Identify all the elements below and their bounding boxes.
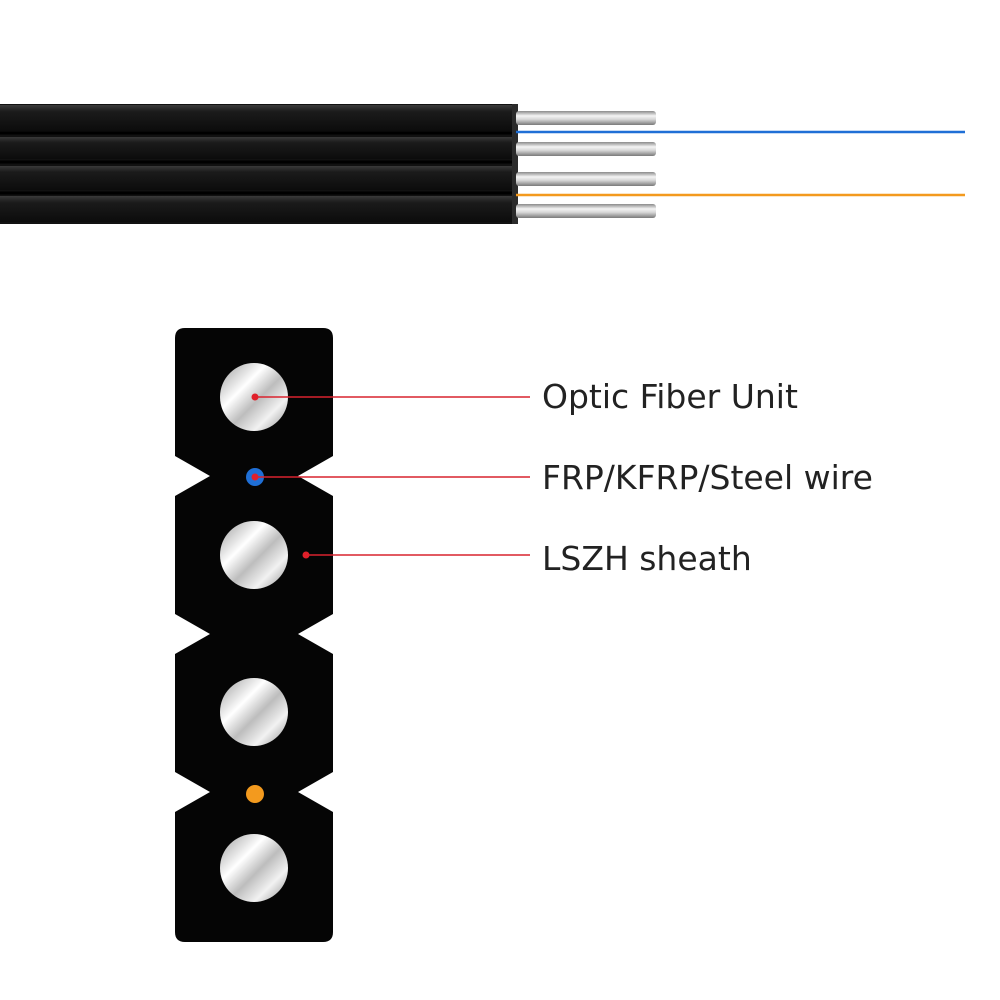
label-optic-fiber-unit: Optic Fiber Unit [542,377,798,416]
optic-fiber-unit-2 [220,521,288,589]
optic-fiber-unit-3 [220,678,288,746]
cable-band-3 [0,166,516,190]
callout-dot-optic [251,393,259,401]
label-strength-member: FRP/KFRP/Steel wire [542,458,873,497]
callout-dot-frp [251,473,259,481]
callout-dot-lszh [302,551,310,559]
label-lszh-sheath: LSZH sheath [542,539,752,578]
fiber-unit-rod [516,111,656,125]
cable-band-1 [0,105,516,131]
fiber-unit-rod [516,172,656,186]
strength-member-orange [246,785,264,803]
cable-band-4 [0,196,516,222]
fiber-unit-rod [516,142,656,156]
callouts [251,393,530,559]
optic-fiber-unit-4 [220,834,288,902]
cable-end-face [512,104,518,224]
cable-cross-section [175,328,333,942]
cable-side-view [0,104,965,224]
cable-band-2 [0,137,516,159]
lszh-sheath-shape [175,328,333,942]
fiber-unit-rod [516,204,656,218]
